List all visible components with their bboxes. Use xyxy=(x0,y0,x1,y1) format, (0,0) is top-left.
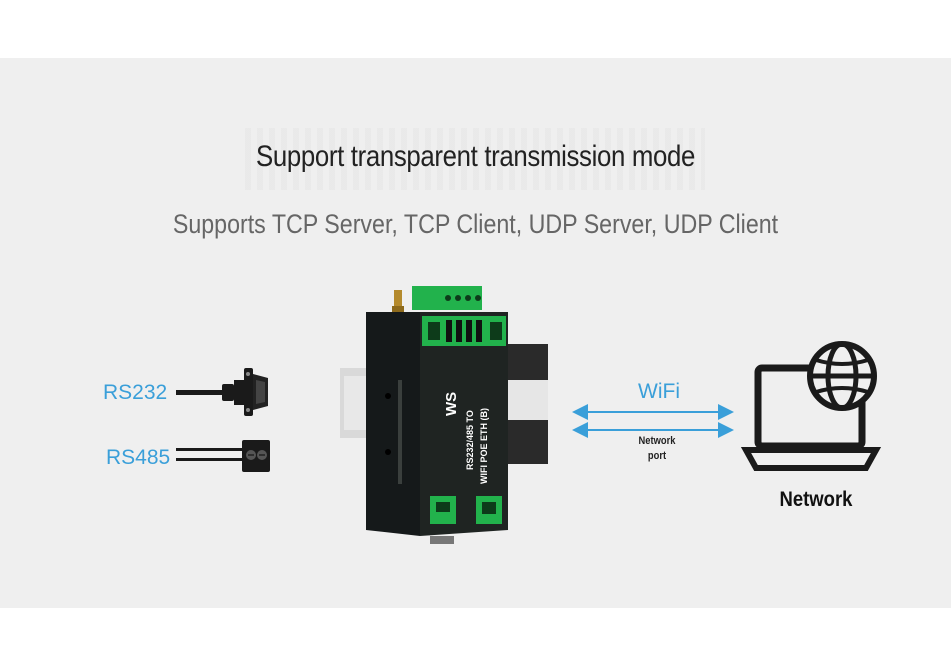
terminal-block-icon xyxy=(176,440,270,472)
page-title: Support transparent transmission mode xyxy=(255,140,696,173)
device-image: WS RS232/485 TO WIFI POE ETH (B) xyxy=(340,286,548,544)
title-background-ghost xyxy=(245,128,705,190)
network-port-line1: Network xyxy=(638,435,676,447)
page-subtitle: Supports TCP Server, TCP Client, UDP Ser… xyxy=(172,209,779,239)
rs485-label: RS485 xyxy=(106,446,171,469)
network-label: Network xyxy=(779,488,853,511)
network-port-label: Network port xyxy=(632,434,681,464)
wifi-label: WiFi xyxy=(638,380,680,403)
device-model-line1: RS232/485 TO xyxy=(465,410,475,470)
device-model-line2: WIFI POE ETH (B) xyxy=(479,408,489,484)
rs232-label: RS232 xyxy=(103,381,168,404)
laptop-globe-icon xyxy=(740,341,882,471)
bidirectional-arrows-icon xyxy=(572,404,734,438)
db9-connector-icon xyxy=(176,368,268,416)
network-port-line2: port xyxy=(647,450,667,462)
brand-logo: WS xyxy=(443,392,460,416)
